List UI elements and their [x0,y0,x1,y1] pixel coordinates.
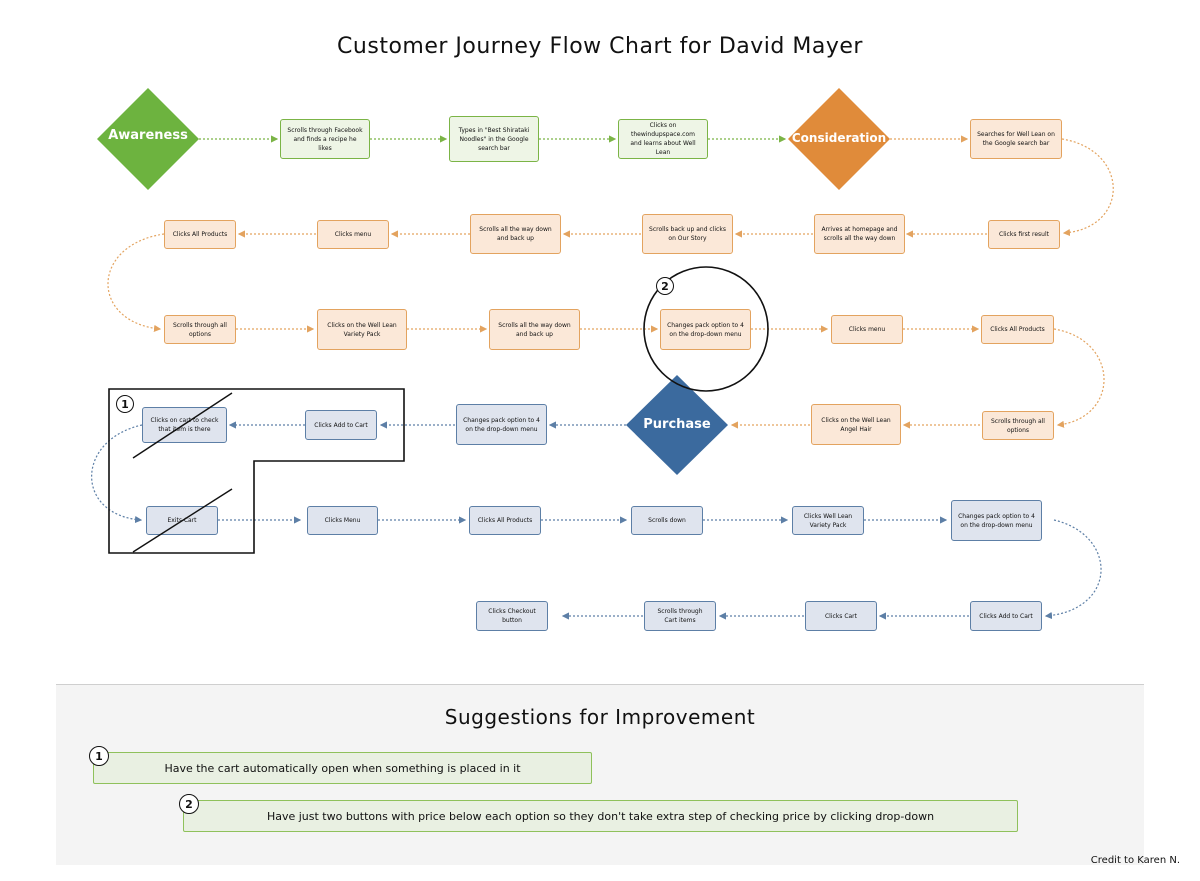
step-node: Exits Cart [146,506,218,535]
step-node: Arrives at homepage and scrolls all the … [814,214,905,254]
step-node: Scrolls all the way down and back up [489,309,580,350]
step-node: Changes pack option to 4 on the drop-dow… [456,404,547,445]
consideration-label: Consideration [791,131,887,145]
step-node: Clicks Add to Cart [305,410,377,440]
suggestion-1: Have the cart automatically open when so… [93,752,592,784]
step-node: Clicks menu [831,315,903,344]
step-node: Searches for Well Lean on the Google sea… [970,119,1062,159]
suggestion-text: Have just two buttons with price below e… [266,809,935,823]
awareness-label: Awareness [108,128,188,143]
suggestion-2: Have just two buttons with price below e… [183,800,1018,832]
step-node: Clicks menu [317,220,389,249]
marker-2: 2 [656,277,674,295]
step-node: Clicks Well Lean Variety Pack [792,506,864,535]
flow-diagram [91,88,1114,620]
connector [1061,138,1114,237]
step-node: Scrolls through all options [982,411,1054,440]
step-node: Clicks Checkout button [476,601,548,631]
connector [1053,328,1105,428]
step-node: Scrolls down [631,506,703,535]
chart-title: Customer Journey Flow Chart for David Ma… [337,34,863,59]
step-node: Clicks first result [988,220,1060,249]
awareness-diamond [97,88,199,190]
step-node: Clicks All Products [164,220,236,249]
step-node: Clicks All Products [981,315,1054,344]
suggestion-marker-2: 2 [179,794,199,814]
step-node: Clicks All Products [469,506,541,535]
step-node: Clicks Cart [805,601,877,631]
step-node: Clicks Menu [307,506,378,535]
step-node: Scrolls through all options [164,315,236,344]
step-node: Types in "Best Shirataki Noodles" in the… [449,116,539,162]
step-node: Scrolls all the way down and back up [470,214,561,254]
step-node: Clicks on the Well Lean Angel Hair [811,404,901,445]
connector [107,233,165,332]
step-node: Changes pack option to 4 on the drop-dow… [951,500,1042,541]
step-node: Scrolls through Cart items [644,601,716,631]
suggestion-marker-1: 1 [89,746,109,766]
step-node: Scrolls back up and clicks on Our Story [642,214,733,254]
step-node: Clicks on cart to check that item is the… [142,407,227,443]
consideration-diamond [788,88,890,190]
credit: Credit to Karen N. [1090,855,1180,866]
purchase-diamond [626,375,728,475]
marker-1: 1 [116,395,134,413]
step-node: Clicks on the Well Lean Variety Pack [317,309,407,350]
suggestions-title: Suggestions for Improvement [444,705,756,729]
connector [91,424,143,524]
connector [1044,519,1102,620]
step-node: Changes pack option to 4 on the drop-dow… [660,309,751,350]
step-node: Clicks on thewindupspace.com and learns … [618,119,708,159]
suggestion-text: Have the cart automatically open when so… [164,761,521,775]
step-node: Clicks Add to Cart [970,601,1042,631]
purchase-label: Purchase [643,417,711,432]
step-node: Scrolls through Facebook and finds a rec… [280,119,370,159]
highlight-circle-2 [643,266,769,392]
highlight-outline-1 [108,388,405,554]
suggestions-panel: Suggestions for Improvement Have the car… [56,684,1144,865]
